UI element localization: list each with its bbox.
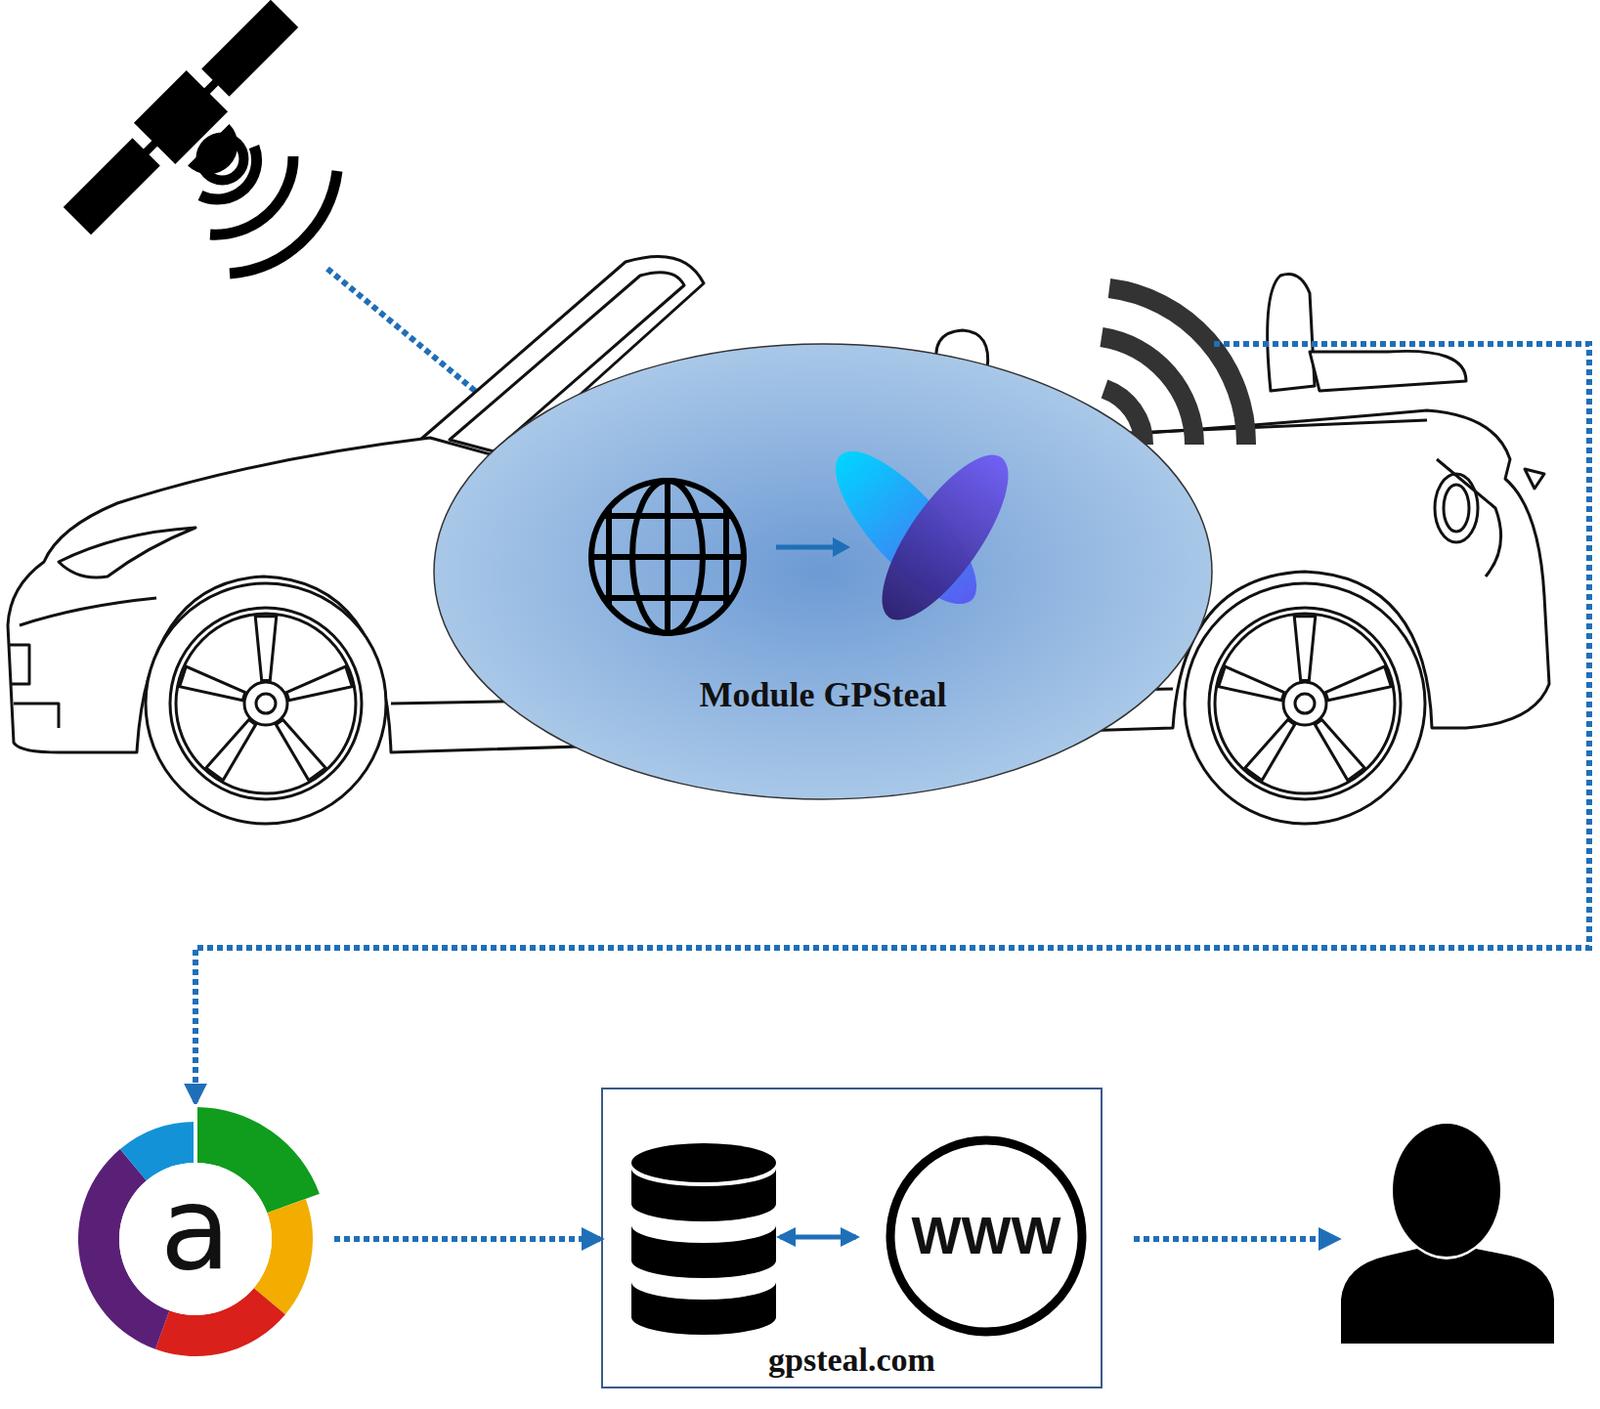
data-link <box>195 344 1590 1103</box>
logo-wing <box>860 436 1031 638</box>
module-ellipse-node: Module GPSteal <box>432 342 1214 802</box>
node-label: gpsteal.com <box>768 1341 936 1379</box>
wheel-spoke <box>179 666 246 701</box>
wheel-spoke <box>255 616 277 682</box>
node-shape <box>432 342 1214 802</box>
wheel-spoke <box>1218 666 1285 701</box>
server-box-node: gpsteal.com WWW <box>602 1088 1102 1388</box>
logo-node: a <box>60 1104 331 1375</box>
wheel-spoke <box>275 720 326 781</box>
web-to-user-arrow <box>1133 1236 1338 1243</box>
server-box <box>602 1088 1102 1388</box>
wheel-spoke <box>206 720 257 781</box>
www-circle <box>890 1140 1082 1333</box>
satellite-icon <box>56 0 342 278</box>
node-label: WWW <box>911 1207 1062 1265</box>
process-arrowhead <box>832 537 851 558</box>
database-icon <box>631 1143 777 1336</box>
node-label: a <box>160 1170 231 1287</box>
satellite-signal <box>200 146 338 274</box>
data-link <box>334 1236 601 1243</box>
wheel-spoke <box>1325 666 1391 701</box>
front-wheel <box>145 583 387 824</box>
wheel-spoke <box>1245 720 1296 781</box>
wheel-spoke <box>286 666 352 701</box>
process-arrow <box>776 545 835 551</box>
user-icon <box>1340 1124 1555 1344</box>
logo-center <box>119 1163 272 1316</box>
wheel-spoke <box>1294 616 1316 682</box>
node-label: Module GPSteal <box>699 676 948 716</box>
rear-wheel <box>1184 583 1426 824</box>
globe-icon <box>591 480 744 634</box>
db-web-arrow <box>779 1235 857 1241</box>
www-circle-node: WWW <box>885 1135 1087 1338</box>
wheel-spoke <box>1314 720 1365 781</box>
module-ellipse <box>433 344 1212 800</box>
logo-gap <box>193 1104 198 1166</box>
